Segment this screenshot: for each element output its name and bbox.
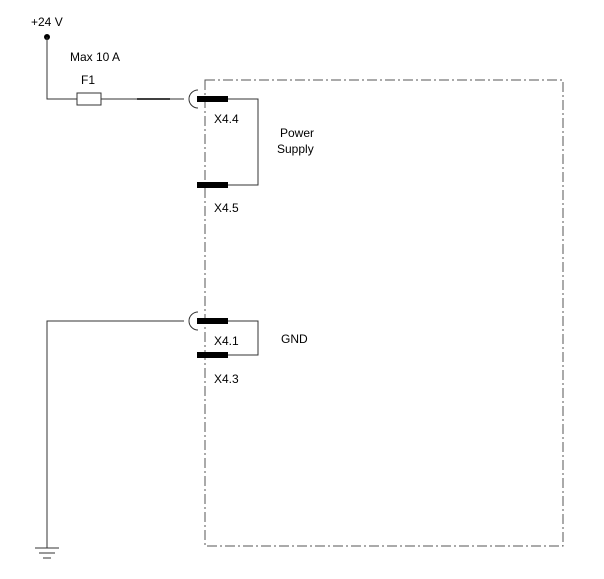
- plug-arc-bottom: [188, 311, 199, 331]
- max-current-label: Max 10 A: [70, 50, 120, 64]
- supply-voltage-label: +24 V: [31, 15, 63, 29]
- supply-wire: [46, 37, 77, 100]
- connector-x43-label: X4.3: [214, 372, 239, 386]
- connector-x45-label: X4.5: [214, 201, 239, 215]
- connector-x41-label: X4.1: [214, 334, 239, 348]
- pin-x41: [197, 318, 228, 324]
- plug-arc-top: [188, 89, 199, 109]
- power-bridge-wire: [228, 98, 259, 186]
- device-boundary: [204, 79, 564, 547]
- gnd-label: GND: [281, 332, 308, 346]
- power-supply-label-line2: Supply: [277, 142, 314, 156]
- pin-x43: [197, 352, 228, 358]
- fuse-label: F1: [81, 73, 95, 87]
- ground-wire: [46, 320, 184, 548]
- pin-x45: [197, 182, 228, 188]
- ground-symbol-icon: [35, 547, 59, 559]
- gnd-bridge-wire: [228, 320, 259, 356]
- fuse-f1: [76, 92, 102, 106]
- connector-x44-label: X4.4: [214, 112, 239, 126]
- power-supply-label-line1: Power: [280, 126, 314, 140]
- pin-x44: [197, 96, 228, 102]
